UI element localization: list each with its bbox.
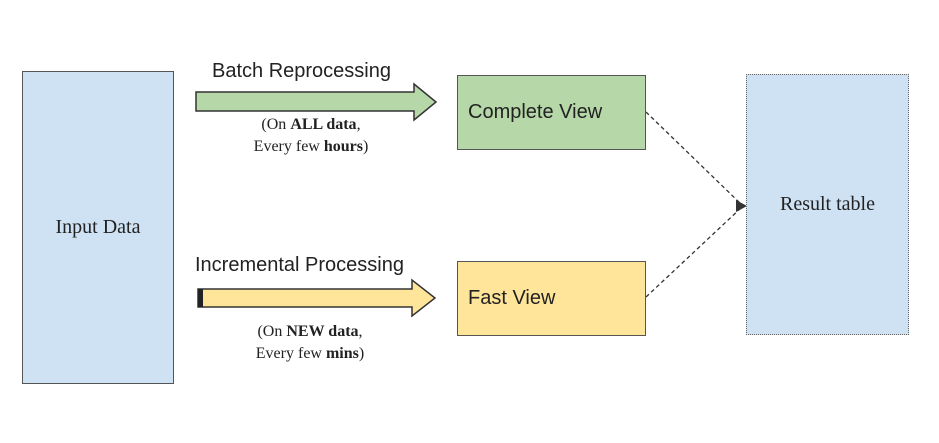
incremental-note-scope: NEW data bbox=[286, 323, 359, 340]
batch-note-comma: , bbox=[356, 116, 361, 133]
incremental-note-open: (On bbox=[257, 323, 287, 340]
fast-view-label: Fast View bbox=[468, 287, 556, 309]
result-arrowhead bbox=[736, 200, 747, 212]
incremental-note-comma: , bbox=[358, 323, 363, 340]
complete-view-label: Complete View bbox=[468, 101, 603, 123]
complete-view-box: Complete View bbox=[457, 75, 646, 150]
incremental-processing-label: Incremental Processing bbox=[195, 254, 404, 276]
batch-note-frequency: hours bbox=[323, 138, 363, 155]
result-table-label: Result table bbox=[780, 193, 875, 215]
batch-note-scope: ALL data bbox=[290, 116, 357, 133]
batch-reprocessing-note: (On ALL data, Every few hours) bbox=[211, 114, 411, 158]
input-data-box: Input Data bbox=[22, 71, 174, 384]
fast-to-result-connector bbox=[645, 206, 743, 298]
incremental-arrow bbox=[197, 278, 437, 318]
complete-to-result-connector bbox=[645, 111, 743, 206]
batch-note-close: ) bbox=[362, 138, 369, 155]
incremental-note-close: ) bbox=[358, 345, 365, 362]
batch-arrow bbox=[195, 82, 438, 122]
incremental-note-frequency: mins bbox=[325, 345, 359, 362]
batch-reprocessing-label: Batch Reprocessing bbox=[212, 60, 391, 82]
batch-note-frequency-prefix: Every few bbox=[253, 138, 324, 155]
incremental-processing-note: (On NEW data, Every few mins) bbox=[210, 321, 410, 365]
fast-view-box: Fast View bbox=[457, 261, 646, 336]
incremental-note-frequency-prefix: Every few bbox=[255, 345, 326, 362]
input-data-label: Input Data bbox=[55, 216, 141, 238]
incremental-arrow-tail bbox=[198, 289, 203, 307]
batch-note-open: (On bbox=[261, 116, 291, 133]
result-table-box: Result table bbox=[746, 74, 909, 335]
